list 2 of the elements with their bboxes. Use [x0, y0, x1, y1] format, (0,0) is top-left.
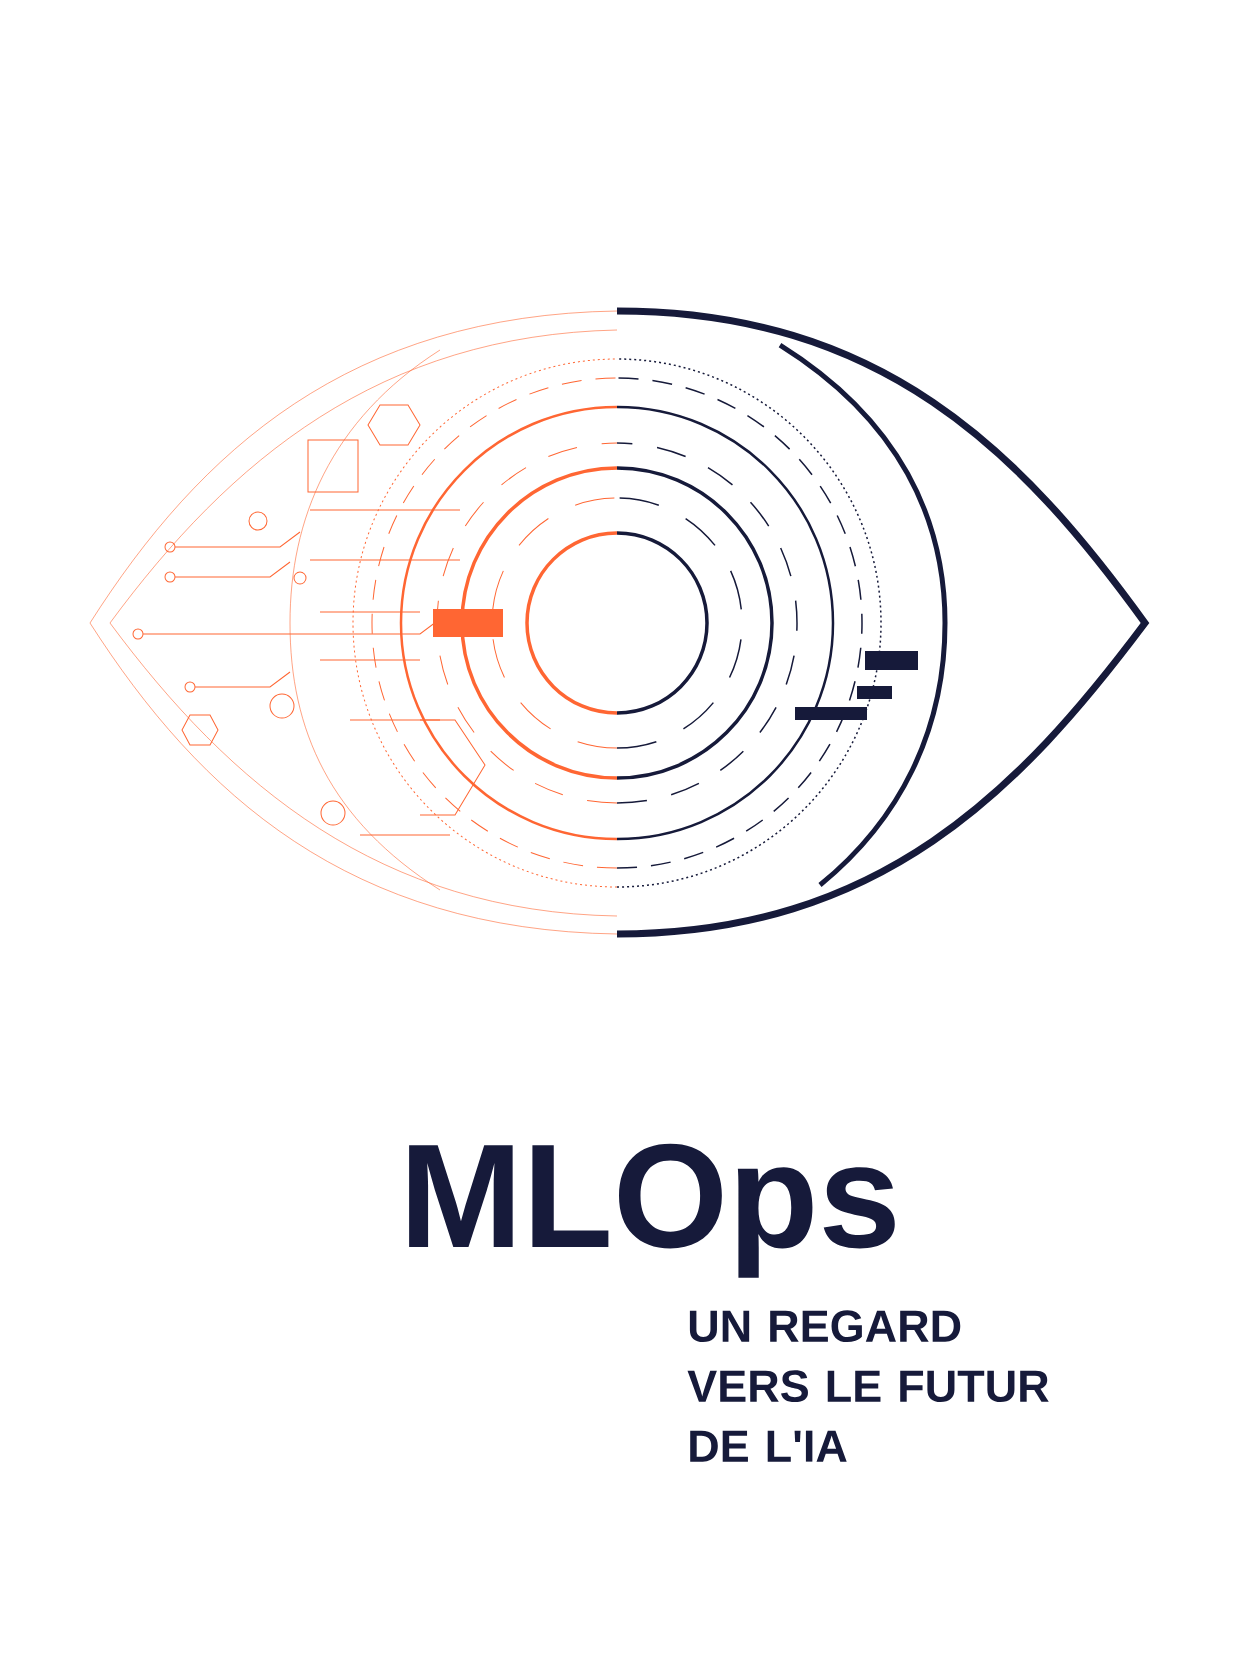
title: MLOps [409, 1143, 895, 1278]
subtitle: UN REGARD VERS LE FUTUR DE L'IA [687, 1310, 1049, 1462]
